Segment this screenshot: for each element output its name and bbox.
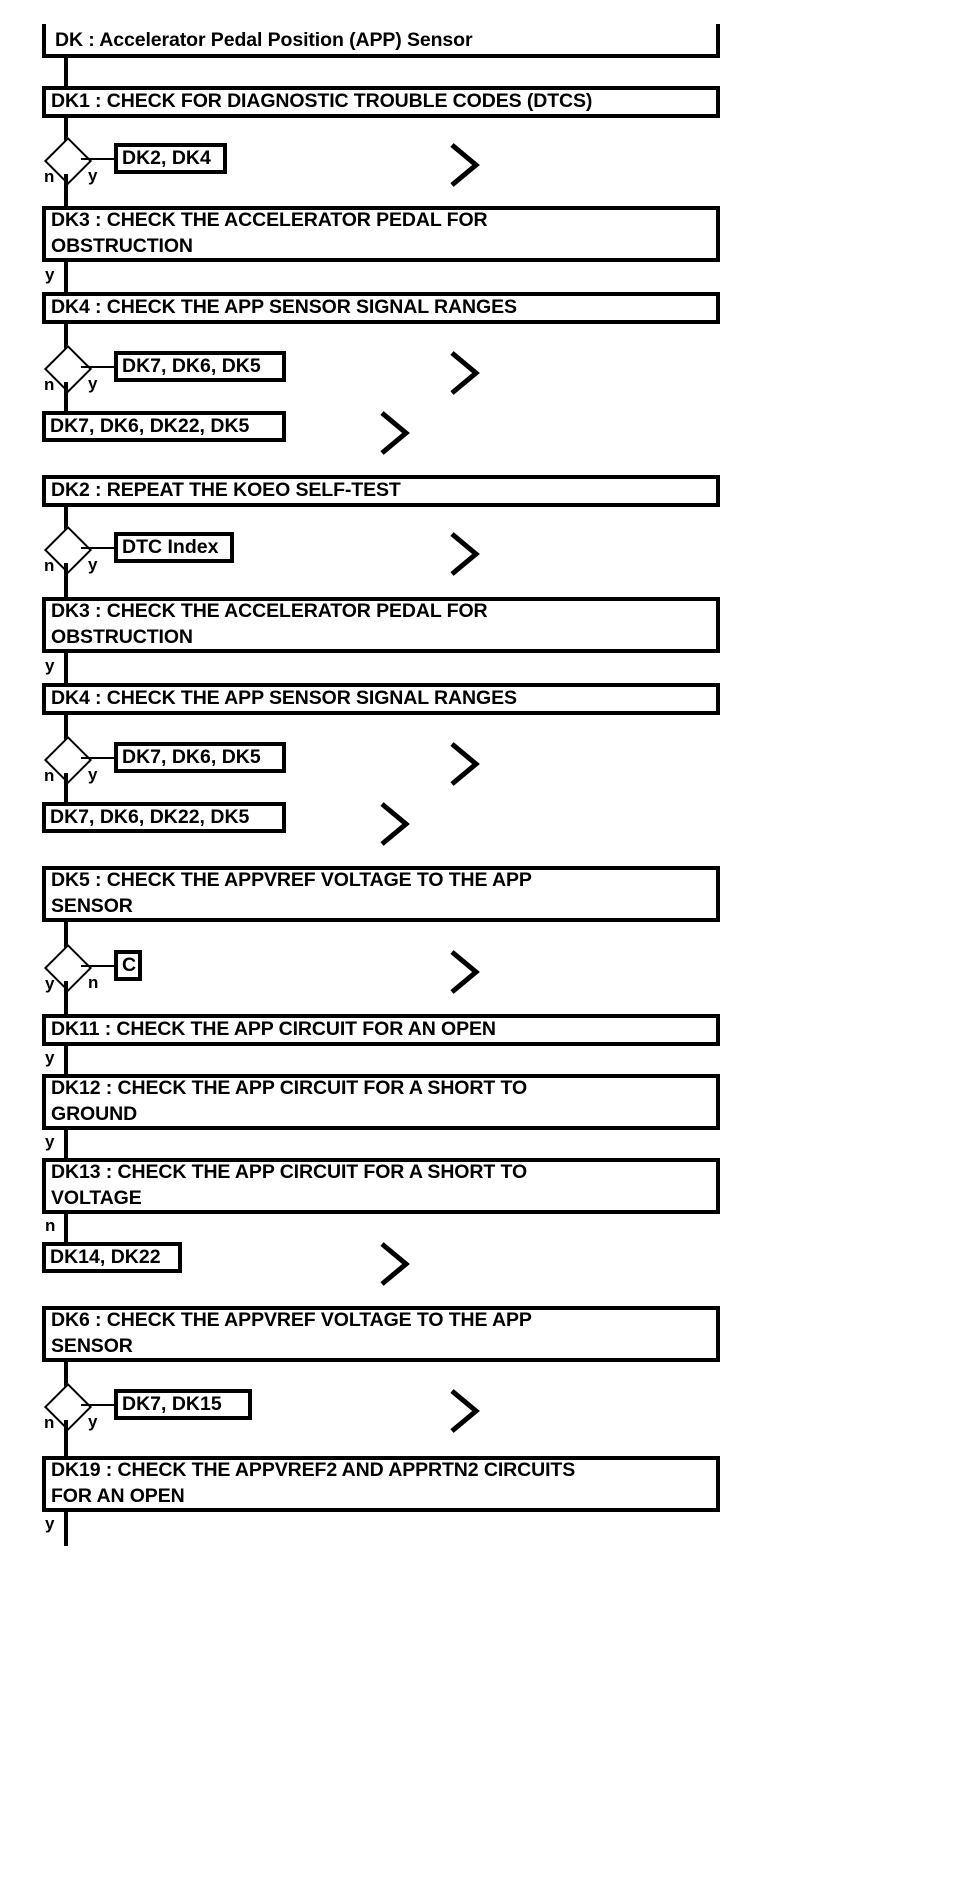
branch-label-dk12-yes: y: [45, 1132, 55, 1151]
connector-dk2-decision3: [64, 507, 68, 533]
step-dk4-a-label: DK4 : CHECK THE APP SENSOR SIGNAL RANGES: [51, 296, 517, 319]
ref-dk14-dk22-label: DK14, DK22: [50, 1245, 161, 1268]
connector-decision1-dk3: [64, 174, 68, 206]
branch-label-dk1-yes: y: [88, 166, 98, 185]
step-dk3-a-label: DK3 : CHECK THE ACCELERATOR PEDAL FOR OB…: [51, 209, 488, 257]
connector-decision2-ref: [81, 366, 114, 368]
connector-decision5-dk11: [64, 981, 68, 1014]
step-dk13[interactable]: DK13 : CHECK THE APP CIRCUIT FOR A SHORT…: [42, 1158, 720, 1214]
connector-dk12-dk13: [64, 1130, 68, 1158]
branch-label-dk2-no: n: [44, 556, 55, 575]
offpage-chevron-9: [446, 1386, 484, 1436]
step-dk19[interactable]: DK19 : CHECK THE APPVREF2 AND APPRTN2 CI…: [42, 1456, 720, 1512]
branch-label-dk6-no: n: [44, 1413, 55, 1432]
step-dk12[interactable]: DK12 : CHECK THE APP CIRCUIT FOR A SHORT…: [42, 1074, 720, 1130]
branch-label-dk6-yes: y: [88, 1412, 98, 1431]
step-dk4-a[interactable]: DK4 : CHECK THE APP SENSOR SIGNAL RANGES: [42, 292, 720, 324]
ref-dk7-dk6-dk22-dk5-b-label: DK7, DK6, DK22, DK5: [50, 805, 250, 828]
connector-decision3-dk3b: [64, 563, 68, 597]
connector-decision6-dk19: [64, 1420, 68, 1456]
ref-dk2-dk4-label: DK2, DK4: [122, 146, 211, 169]
ref-dk14-dk22[interactable]: DK14, DK22: [42, 1242, 182, 1273]
connector-decision5-ref: [81, 965, 114, 967]
step-dk19-label: DK19 : CHECK THE APPVREF2 AND APPRTN2 CI…: [51, 1459, 576, 1507]
branch-label-dk3b-yes: y: [45, 656, 55, 675]
connector-decision4-terminal: [64, 773, 68, 802]
step-dk3-b-label: DK3 : CHECK THE ACCELERATOR PEDAL FOR OB…: [51, 600, 488, 648]
title-left-rule: [42, 24, 46, 58]
offpage-chevron-4: [446, 529, 484, 579]
step-dk3-a[interactable]: DK3 : CHECK THE ACCELERATOR PEDAL FOR OB…: [42, 206, 720, 262]
connector-dk5-decision5: [64, 922, 68, 951]
title-bottom-rule: [42, 54, 720, 58]
page-title: DK : Accelerator Pedal Position (APP) Se…: [55, 29, 473, 52]
step-dk6[interactable]: DK6 : CHECK THE APPVREF VOLTAGE TO THE A…: [42, 1306, 720, 1362]
ref-c[interactable]: C: [114, 950, 142, 981]
ref-dk2-dk4[interactable]: DK2, DK4: [114, 143, 227, 174]
ref-dk7-dk6-dk22-dk5-a[interactable]: DK7, DK6, DK22, DK5: [42, 411, 286, 442]
connector-title-dk1: [64, 58, 68, 86]
step-dk5-label: DK5 : CHECK THE APPVREF VOLTAGE TO THE A…: [51, 869, 532, 917]
step-dk12-label: DK12 : CHECK THE APP CIRCUIT FOR A SHORT…: [51, 1077, 528, 1125]
diagram-title-bar: DK : Accelerator Pedal Position (APP) Se…: [42, 24, 720, 58]
ref-dtc-index[interactable]: DTC Index: [114, 532, 234, 563]
connector-dk6-decision6: [64, 1362, 68, 1390]
step-dk1[interactable]: DK1 : CHECK FOR DIAGNOSTIC TROUBLE CODES…: [42, 86, 720, 118]
ref-dk7-dk15-label: DK7, DK15: [122, 1392, 222, 1415]
offpage-chevron-8: [376, 1239, 414, 1289]
ref-dk7-dk6-dk5-a-label: DK7, DK6, DK5: [122, 354, 261, 377]
step-dk6-label: DK6 : CHECK THE APPVREF VOLTAGE TO THE A…: [51, 1309, 532, 1357]
ref-c-label: C: [122, 953, 137, 976]
branch-label-dk11-yes: y: [45, 1048, 55, 1067]
connector-dk3b-dk4b: [64, 653, 68, 683]
offpage-chevron-1: [446, 140, 484, 190]
branch-label-dk4b-yes: y: [88, 765, 98, 784]
ref-dk7-dk6-dk5-b[interactable]: DK7, DK6, DK5: [114, 742, 286, 773]
connector-decision4-ref: [81, 757, 114, 759]
offpage-chevron-2: [446, 348, 484, 398]
branch-label-dk19-yes: y: [45, 1514, 55, 1533]
branch-label-dk5-yes: y: [45, 974, 55, 993]
ref-dk7-dk15[interactable]: DK7, DK15: [114, 1389, 252, 1420]
step-dk1-label: DK1 : CHECK FOR DIAGNOSTIC TROUBLE CODES…: [51, 90, 593, 113]
branch-label-dk4a-yes: y: [88, 374, 98, 393]
ref-dk7-dk6-dk5-a[interactable]: DK7, DK6, DK5: [114, 351, 286, 382]
step-dk13-label: DK13 : CHECK THE APP CIRCUIT FOR A SHORT…: [51, 1161, 528, 1209]
connector-dk13-terminal: [64, 1214, 68, 1242]
branch-label-dk4a-no: n: [44, 375, 55, 394]
step-dk4-b[interactable]: DK4 : CHECK THE APP SENSOR SIGNAL RANGES: [42, 683, 720, 715]
connector-decision3-ref: [81, 547, 114, 549]
step-dk5[interactable]: DK5 : CHECK THE APPVREF VOLTAGE TO THE A…: [42, 866, 720, 922]
branch-label-dk3a-yes: y: [45, 265, 55, 284]
title-right-rule: [716, 24, 720, 58]
offpage-chevron-3: [376, 408, 414, 458]
step-dk2-label: DK2 : REPEAT THE KOEO SELF-TEST: [51, 479, 401, 502]
branch-label-dk1-no: n: [44, 167, 55, 186]
connector-dk11-dk12: [64, 1046, 68, 1074]
ref-dk7-dk6-dk22-dk5-a-label: DK7, DK6, DK22, DK5: [50, 414, 250, 437]
offpage-chevron-7: [446, 947, 484, 997]
offpage-chevron-6: [376, 799, 414, 849]
step-dk4-b-label: DK4 : CHECK THE APP SENSOR SIGNAL RANGES: [51, 687, 517, 710]
step-dk2[interactable]: DK2 : REPEAT THE KOEO SELF-TEST: [42, 475, 720, 507]
connector-dk1-decision1: [64, 118, 68, 144]
connector-decision2-terminal: [64, 382, 68, 411]
connector-decision6-ref: [81, 1404, 114, 1406]
offpage-chevron-5: [446, 739, 484, 789]
step-dk11[interactable]: DK11 : CHECK THE APP CIRCUIT FOR AN OPEN: [42, 1014, 720, 1046]
ref-dk7-dk6-dk22-dk5-b[interactable]: DK7, DK6, DK22, DK5: [42, 802, 286, 833]
connector-dk3a-dk4a: [64, 262, 68, 292]
ref-dk7-dk6-dk5-b-label: DK7, DK6, DK5: [122, 745, 261, 768]
branch-label-dk5-no: n: [88, 973, 99, 992]
step-dk11-label: DK11 : CHECK THE APP CIRCUIT FOR AN OPEN: [51, 1018, 496, 1041]
branch-label-dk4b-no: n: [44, 766, 55, 785]
connector-decision1-ref: [81, 158, 114, 160]
step-dk3-b[interactable]: DK3 : CHECK THE ACCELERATOR PEDAL FOR OB…: [42, 597, 720, 653]
branch-label-dk2-yes: y: [88, 555, 98, 574]
ref-dtc-index-label: DTC Index: [122, 535, 219, 558]
connector-dk4b-decision4: [64, 715, 68, 743]
connector-dk4a-decision2: [64, 324, 68, 352]
connector-dk19-bottom: [64, 1512, 68, 1546]
branch-label-dk13-no: n: [45, 1216, 56, 1235]
